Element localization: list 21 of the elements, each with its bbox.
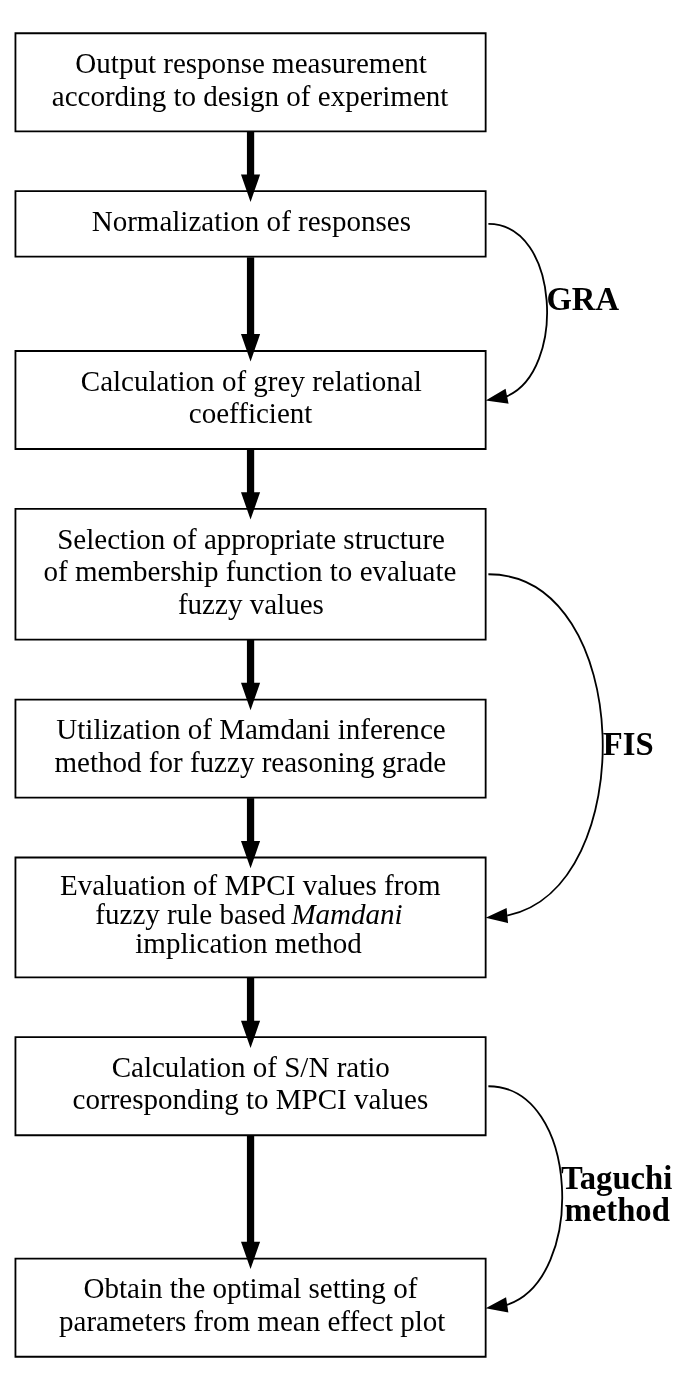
arrow [485,222,548,404]
node-box: Utilization of Mamdani inference method for fuzzy reasoning grade [14,698,487,798]
arrow [241,131,261,202]
arrow [241,976,261,1048]
node-box: Normalization of responses [14,189,487,257]
edge-label: FIS [602,725,654,762]
edge-label: Taguchi method [560,1159,673,1228]
node-box: Calculation of grey relational coefficient [14,349,487,450]
node-box: Selection of appropriate structure of membership function to evaluate fuzzy values [14,507,487,641]
arrow [241,797,261,868]
arrow [485,572,604,923]
edge-label: GRA [546,280,620,317]
arrow [241,448,261,520]
arrow [241,1134,261,1269]
node-box: Evaluation of MPCI values from fuzzy rule based Mamdani implication method [14,856,487,978]
node-box: Calculation of S/N ratio corresponding to MPCI values [14,1035,487,1136]
node-box: Obtain the optimal setting of parameters from mean effect plot [14,1257,487,1358]
arrow [241,639,261,710]
arrow [485,1084,563,1312]
node-box: Output response measurement according to design of experiment [14,31,487,132]
arrow [241,256,261,361]
